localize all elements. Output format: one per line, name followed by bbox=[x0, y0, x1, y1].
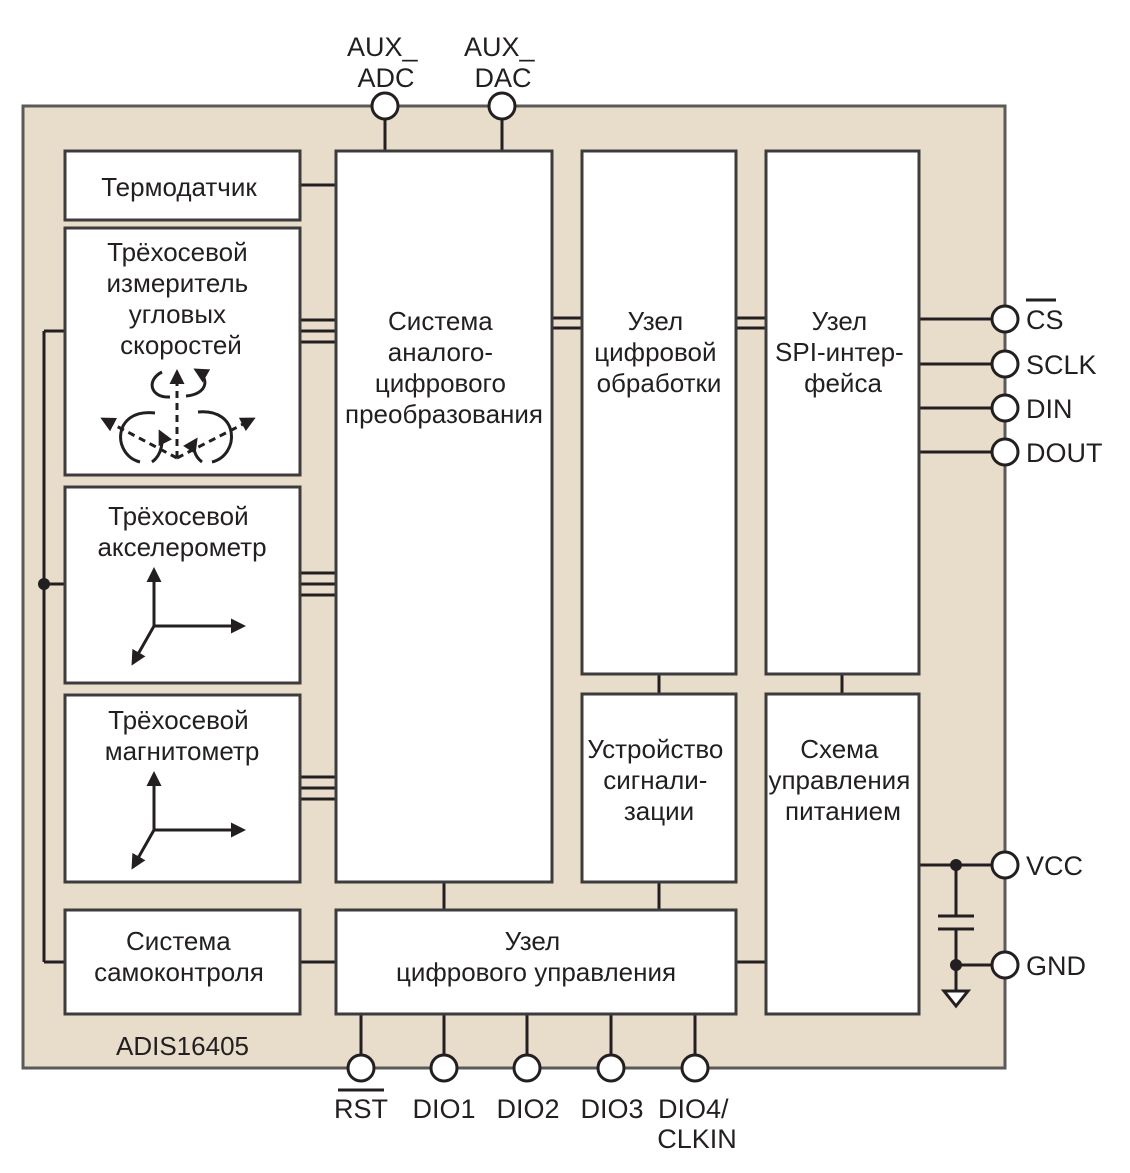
temp-sensor-block bbox=[63, 149, 302, 222]
adc-block bbox=[334, 149, 554, 884]
magnetometer-block bbox=[63, 693, 302, 884]
connections bbox=[38, 119, 992, 1056]
pin-gnd-label: GND bbox=[1026, 951, 1086, 981]
pin-dout-label: DOUT bbox=[1026, 438, 1103, 468]
dsp-label: Узел цифровой обработки bbox=[594, 306, 723, 398]
accel-label: Трёхосевой акселерометр bbox=[97, 501, 266, 562]
spi-label: Узел SPI-интер- фейса bbox=[775, 306, 911, 398]
pin-sclk-label: SCLK bbox=[1026, 350, 1097, 380]
pin-din-label: DIN bbox=[1026, 394, 1073, 424]
ground-symbol-icon bbox=[940, 989, 972, 1009]
self-test-block bbox=[63, 908, 302, 1016]
pin-aux-dac-label: AUX_ DAC bbox=[464, 32, 542, 93]
chip-name-label: ADIS16405 bbox=[116, 1031, 249, 1061]
alarm-label: Устройство сигнали- зации bbox=[587, 734, 730, 826]
pin-dio3-label: DIO3 bbox=[580, 1094, 643, 1124]
pin-dio1-label: DIO1 bbox=[412, 1094, 475, 1124]
accel-block bbox=[63, 485, 302, 685]
temp-sensor-label: Термодатчик bbox=[101, 172, 257, 202]
pin-vcc-label: VCC bbox=[1026, 851, 1083, 881]
power-label: Схема управления питанием bbox=[768, 734, 917, 826]
magnetometer-label: Трёхосевой магнитометр bbox=[105, 705, 260, 766]
pin-dio2-label: DIO2 bbox=[496, 1094, 559, 1124]
pin-cs-label: CS bbox=[1026, 305, 1064, 335]
pin-aux-adc-label: AUX_ ADC bbox=[347, 32, 425, 93]
three-axis-arrows-icon bbox=[131, 771, 246, 870]
spi-block bbox=[764, 149, 921, 676]
three-axis-rotation-icon bbox=[100, 370, 256, 464]
dsp-block bbox=[580, 149, 738, 676]
power-block bbox=[764, 692, 921, 1016]
self-test-label: Система самоконтроля bbox=[94, 926, 264, 987]
pin-terminals bbox=[346, 91, 1020, 1083]
pin-rst-label: RST bbox=[334, 1094, 388, 1124]
adc-label: Система аналого- цифрового преобразовани… bbox=[345, 306, 543, 429]
gyro-label: Трёхосевой измеритель угловых скоростей bbox=[107, 237, 256, 360]
digital-ctrl-block bbox=[334, 908, 738, 1016]
three-axis-arrows-icon bbox=[131, 567, 246, 666]
pin-dio4-label: DIO4/ CLKIN bbox=[657, 1094, 737, 1154]
alarm-block bbox=[580, 692, 738, 884]
digital-ctrl-label: Узел цифрового управления bbox=[396, 926, 676, 987]
capacitor-symbol-icon bbox=[938, 914, 974, 931]
